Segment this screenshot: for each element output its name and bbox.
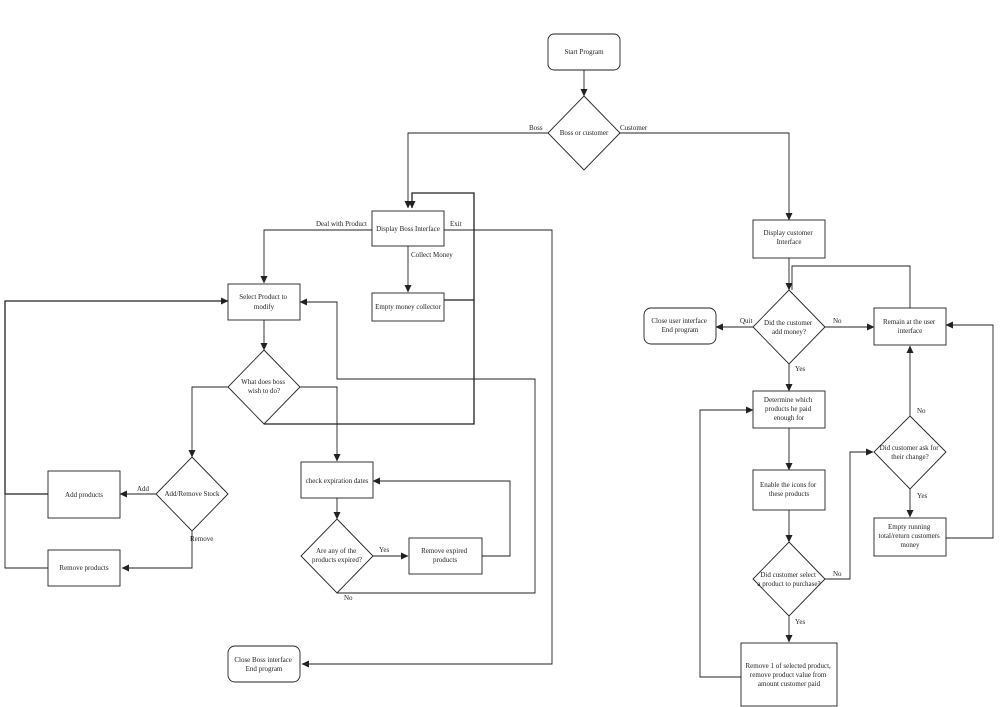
node-determine-products-text: Determine which products he paid enough … — [764, 396, 814, 422]
node-display-customer-interface-text: Display customer Interface — [764, 229, 815, 246]
label-yes-change: Yes — [917, 492, 927, 500]
node-add-products: Add products — [47, 470, 121, 519]
label-yes-expired: Yes — [379, 546, 389, 554]
decision-what-does-boss-text: What does boss wish to do? — [241, 378, 287, 395]
node-display-boss-interface: Display Boss Interface — [371, 210, 445, 247]
decision-add-money: Did the customer add money? — [752, 289, 826, 365]
node-select-product-text: Select Product to modify — [239, 293, 289, 311]
node-enable-icons-text: Enable the icons for these products — [760, 481, 818, 498]
edge-what-to-display-boss — [264, 300, 475, 425]
decision-boss-or-customer: Boss or customer — [547, 95, 621, 171]
node-remove-one-product-text: Remove 1 of selected product, remove pro… — [745, 662, 832, 688]
node-start-program-text: Start Program — [564, 48, 604, 56]
label-collect-money: Collect Money — [411, 251, 453, 259]
decision-add-remove-stock-text: Add/Remove Stock — [164, 490, 220, 498]
edge-remain-loop — [791, 265, 911, 308]
node-enable-icons: Enable the icons for these products — [752, 469, 826, 511]
decision-what-does-boss: What does boss wish to do? — [227, 349, 301, 425]
label-boss: Boss — [529, 124, 543, 132]
node-close-user-interface: Close user interface End program — [643, 307, 717, 345]
node-close-boss-interface: Close Boss interface End program — [227, 645, 301, 683]
node-check-expiration-text: check expiration dates — [306, 477, 369, 485]
label-no-expired: No — [344, 594, 353, 602]
node-display-customer-interface: Display customer Interface — [752, 219, 826, 259]
decision-add-remove-stock: Add/Remove Stock — [155, 456, 229, 532]
connectors — [4, 70, 994, 678]
label-no-purchase: No — [833, 570, 842, 578]
node-close-user-interface-text: Close user interface End program — [651, 317, 708, 334]
decision-ask-change: Did customer ask for their change? — [873, 415, 947, 490]
node-empty-money-collector: Empty money collector — [371, 292, 445, 322]
edge-boss-branch — [404, 132, 548, 209]
decision-products-expired-text: Are any of the products expired? — [312, 547, 362, 564]
label-quit: Quit — [740, 317, 753, 325]
node-remove-one-product: Remove 1 of selected product, remove pro… — [740, 642, 838, 707]
edge-no-expired — [299, 298, 536, 594]
edge-what-to-addremove — [188, 386, 228, 458]
node-determine-products: Determine which products he paid enough … — [752, 390, 826, 429]
label-no-money: No — [833, 317, 842, 325]
edge-labels: Boss Customer Deal with Product Exit Col… — [137, 124, 927, 626]
edge-remove-expired-loop — [372, 477, 511, 557]
node-close-boss-interface-text: Close Boss interface End program — [234, 656, 293, 673]
label-exit: Exit — [450, 220, 462, 228]
edge-no-purchase — [825, 448, 874, 580]
label-add: Add — [137, 485, 150, 493]
node-check-expiration: check expiration dates — [300, 461, 374, 499]
edge-exit — [301, 229, 553, 668]
edge-collector-loop — [408, 192, 475, 301]
node-remove-products: Remove products — [47, 549, 121, 587]
node-remove-products-text: Remove products — [59, 564, 108, 572]
decision-add-money-text: Did the customer add money? — [764, 319, 814, 336]
node-add-products-text: Add products — [65, 491, 103, 499]
node-empty-running-total-text: Empty running total/return customers mon… — [879, 523, 942, 549]
decision-select-purchase: Did customer select a product to purchas… — [752, 541, 826, 617]
edge-what-to-check — [300, 386, 341, 462]
label-yes-money: Yes — [795, 365, 805, 373]
decision-boss-or-customer-text: Boss or customer — [560, 129, 609, 137]
node-empty-money-collector-text: Empty money collector — [375, 303, 441, 311]
edge-customer-branch — [620, 132, 793, 221]
node-remove-expired-text: Remove expired products — [421, 547, 469, 564]
nodes: Start Program Boss or customer Display B… — [47, 33, 947, 707]
decision-ask-change-text: Did customer ask for their change? — [880, 444, 941, 461]
node-remain-user-interface: Remain at the user interface — [873, 307, 947, 346]
label-deal-with-product: Deal with Product — [316, 220, 367, 228]
label-customer: Customer — [620, 124, 648, 132]
node-select-product: Select Product to modify — [227, 283, 301, 321]
node-remain-user-interface-text: Remain at the user interface — [883, 318, 937, 335]
label-remove: Remove — [190, 535, 213, 543]
decision-select-purchase-text: Did customer select a product to purchas… — [757, 571, 820, 588]
node-remove-expired: Remove expired products — [408, 537, 483, 575]
node-start-program: Start Program — [547, 33, 621, 71]
decision-products-expired: Are any of the products expired? — [300, 518, 374, 594]
edge-remove — [121, 531, 193, 572]
edge-remove-products-loop — [4, 494, 48, 569]
node-empty-running-total: Empty running total/return customers mon… — [873, 517, 947, 557]
edge-remove-one-loop — [699, 406, 754, 678]
node-display-boss-interface-text: Display Boss Interface — [376, 225, 440, 233]
edge-deal-with-product — [260, 229, 372, 284]
edge-empty-running-loop — [945, 321, 994, 539]
edge-add-products-loop — [4, 297, 229, 495]
label-no-change: No — [917, 407, 926, 415]
label-yes-purchase: Yes — [795, 618, 805, 626]
